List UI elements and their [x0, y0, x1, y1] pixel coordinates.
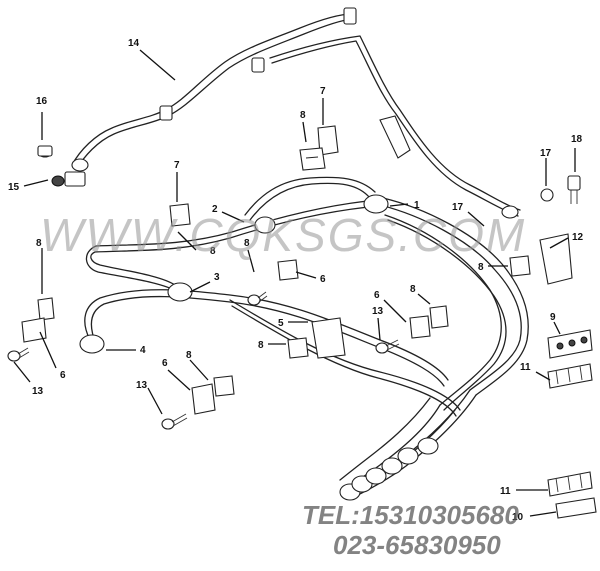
bracket-plate	[379, 115, 411, 159]
callout-8: 8	[186, 350, 192, 361]
callout-17: 17	[452, 202, 464, 213]
pipe-nut	[363, 194, 389, 214]
callout-6: 6	[60, 370, 66, 381]
clamp-8-lower	[213, 375, 235, 397]
callout-10: 10	[512, 512, 524, 523]
fuel-line-14	[71, 7, 521, 217]
callout-14: 14	[128, 38, 140, 49]
callout-3: 3	[214, 272, 220, 283]
callout-8: 8	[244, 238, 250, 249]
callout-8: 8	[478, 262, 484, 273]
callout-12: 12	[572, 232, 584, 243]
fitting-nut	[159, 105, 173, 121]
clamp-block-11	[547, 363, 593, 389]
clamp-6-mid	[409, 315, 431, 339]
clamp-7	[169, 203, 191, 227]
pipe-nut	[501, 205, 519, 219]
callout-13: 13	[372, 306, 384, 317]
callout-13: 13	[32, 386, 44, 397]
callout-8: 8	[258, 340, 264, 351]
callout-15: 15	[8, 182, 20, 193]
injector-line-bundle	[79, 176, 529, 501]
fitting-nut	[343, 7, 357, 25]
callout-11: 11	[520, 362, 531, 373]
callout-8: 8	[300, 110, 306, 121]
clamp-6-lower	[191, 383, 216, 415]
bracket-5	[311, 317, 346, 359]
clamp-block-11-lower	[547, 471, 593, 497]
callout-17: 17	[540, 148, 552, 159]
pipe-nut	[417, 437, 439, 455]
callout-labels: 14 16 15 7 8 18 17 7 2 1 17 12 8 8 3 8 6…	[8, 38, 584, 523]
callout-18: 18	[571, 134, 583, 145]
pipe-nut	[79, 334, 105, 354]
callout-16: 16	[36, 96, 48, 107]
leader-lines	[13, 49, 576, 517]
clamp-8-mid	[429, 305, 449, 329]
callout-6: 6	[320, 274, 326, 285]
washer-17	[540, 188, 554, 202]
callout-8: 8	[210, 246, 216, 257]
callout-2: 2	[212, 204, 218, 215]
clamp-block-10	[555, 497, 597, 519]
clamp-6-left	[21, 317, 47, 343]
pipe-nut	[381, 457, 403, 475]
callout-6: 6	[374, 290, 380, 301]
bolts	[7, 175, 581, 430]
callout-4: 4	[140, 345, 146, 356]
callout-13: 13	[136, 380, 148, 391]
fitting-nut	[251, 57, 265, 73]
bolt-13-left	[7, 347, 30, 362]
bracket-12	[539, 233, 573, 285]
callout-8: 8	[36, 238, 42, 249]
clamp-upper-middle	[299, 125, 339, 171]
bolt-13-lower	[161, 413, 188, 430]
clamp-8-5	[287, 337, 309, 359]
callout-8: 8	[410, 284, 416, 295]
callout-7: 7	[174, 160, 180, 171]
pipe-nut	[254, 216, 276, 234]
clamp-8	[509, 255, 531, 277]
callout-6: 6	[162, 358, 168, 369]
brackets	[21, 203, 597, 519]
callout-11: 11	[500, 486, 511, 497]
clamp-6	[277, 259, 299, 281]
pipe-nut	[167, 282, 193, 302]
callout-9: 9	[550, 312, 556, 323]
callout-5: 5	[278, 318, 284, 329]
clamp-8-left	[37, 297, 55, 321]
pipe-nut	[365, 467, 387, 485]
bolt-13-mid	[375, 339, 400, 354]
fittings-15-16	[37, 145, 89, 187]
bolt-18	[567, 175, 581, 204]
bolt-13-upper	[247, 291, 268, 306]
callout-1: 1	[414, 200, 420, 211]
callout-7: 7	[320, 86, 326, 97]
pipe-nut	[397, 447, 419, 465]
